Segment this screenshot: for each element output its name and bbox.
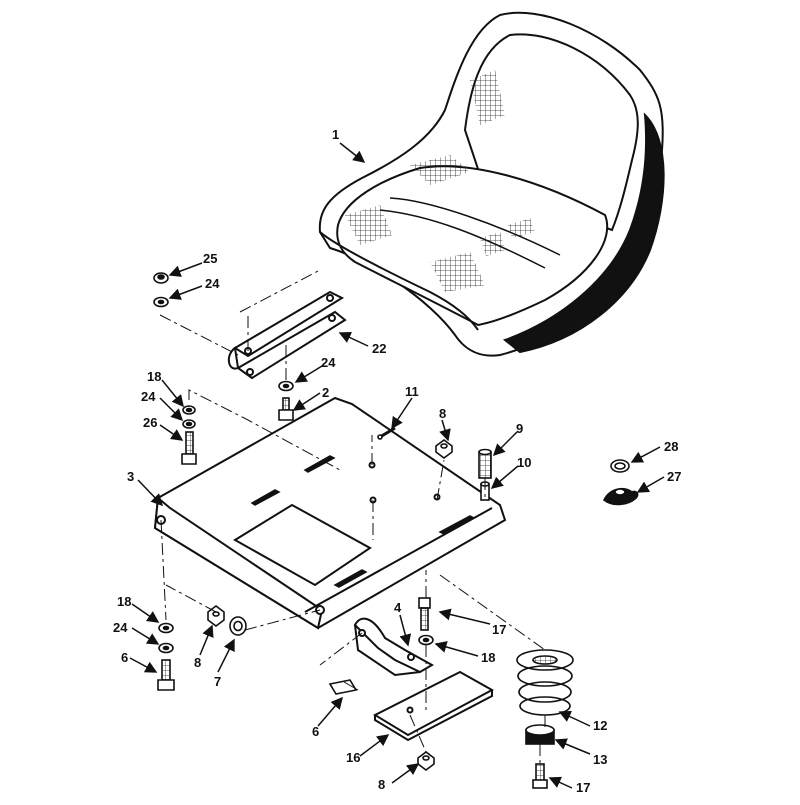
bolt-26 [181, 431, 197, 465]
label-part-22: 22 [372, 341, 386, 356]
label-part-24-top: 24 [205, 276, 220, 291]
label-part-24-upper: 24 [141, 389, 156, 404]
label-part-6-right: 6 [312, 724, 319, 739]
spacer-7 [229, 616, 247, 636]
label-part-8-left: 8 [194, 655, 201, 670]
label-part-11: 11 [405, 384, 419, 399]
assembly-lines [159, 269, 546, 764]
seat-front-lip [319, 231, 479, 331]
label-part-3: 3 [127, 469, 134, 484]
label-part-12: 12 [593, 718, 607, 733]
seat-cushion-groove-2 [379, 209, 546, 269]
nut-25 [153, 272, 169, 284]
label-part-18-right: 18 [481, 650, 495, 665]
bolt-6-right [328, 679, 359, 695]
label-part-16: 16 [346, 750, 360, 765]
pad-16 [372, 670, 495, 742]
label-part-7: 7 [214, 674, 221, 689]
label-part-2: 2 [322, 385, 329, 400]
washer-24-mid [278, 380, 294, 392]
label-part-27: 27 [667, 469, 681, 484]
washer-18-upper [182, 405, 196, 415]
pin-11 [377, 426, 396, 440]
label-part-8-plate: 8 [439, 406, 446, 421]
spring-9 [478, 448, 492, 479]
label-part-4: 4 [394, 600, 402, 615]
label-part-17-lower: 17 [576, 780, 590, 795]
label-part-8-bottom: 8 [378, 777, 385, 792]
label-part-24-mid: 24 [321, 355, 336, 370]
part-labels: 1 2 3 4 6 6 7 8 8 8 9 10 11 12 13 16 17 … [113, 127, 681, 795]
seat-plate-slots [250, 455, 476, 588]
label-part-25: 25 [203, 251, 217, 266]
nut-8-bottom [417, 751, 435, 771]
seat-shell-side-dark [502, 112, 665, 354]
label-part-6-left: 6 [121, 650, 128, 665]
seat [318, 11, 665, 357]
bolt-6-left [157, 659, 175, 691]
label-part-9: 9 [516, 421, 523, 436]
seat-plate-cutout [233, 503, 372, 587]
washer-24-top [153, 296, 169, 308]
washer-24-lower [158, 642, 174, 654]
knob-27 [602, 487, 639, 506]
washer-18-lower [158, 622, 174, 634]
label-part-17-upper: 17 [492, 622, 506, 637]
washer-24-upper [182, 419, 196, 429]
label-part-24-lower: 24 [113, 620, 128, 635]
label-part-18-upper: 18 [147, 369, 161, 384]
seat-mesh-texture [345, 70, 535, 292]
label-part-26: 26 [143, 415, 157, 430]
seat-plate-3 [153, 396, 507, 630]
label-part-10: 10 [517, 455, 531, 470]
nut-8-plate [435, 439, 453, 459]
bolt-17-upper [418, 597, 431, 631]
label-part-1: 1 [332, 127, 339, 142]
label-part-18-lower: 18 [117, 594, 131, 609]
seat-cushion-groove-1 [389, 197, 561, 256]
leader-arrows [129, 142, 665, 789]
bolt-2 [278, 397, 294, 421]
bolt-17-lower [532, 763, 548, 789]
washer-18-right [418, 634, 434, 646]
nut-8-left [207, 605, 225, 627]
bracket-22 [227, 290, 347, 380]
spring-12 [516, 649, 574, 716]
label-part-13: 13 [593, 752, 607, 767]
ring-28 [610, 459, 630, 473]
cylinder-13 [525, 724, 555, 745]
label-part-28: 28 [664, 439, 678, 454]
